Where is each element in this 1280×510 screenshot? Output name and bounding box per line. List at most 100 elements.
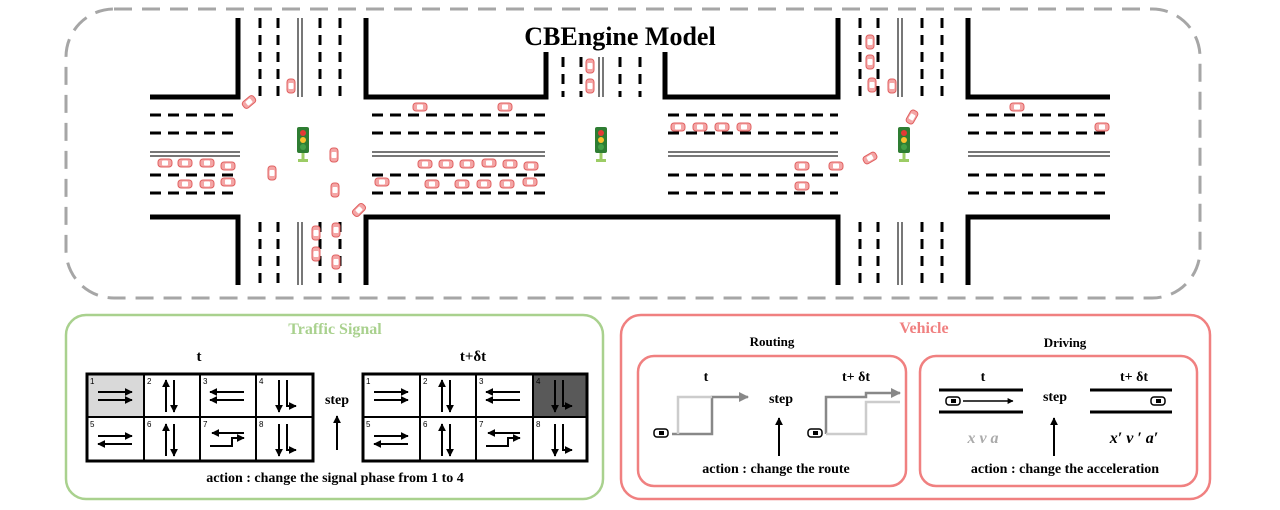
model-title: CBEngine Model [524, 22, 715, 51]
phase-number: 8 [259, 420, 264, 429]
vehicle-icon [904, 108, 920, 126]
turn-arrows-icon [275, 424, 297, 457]
down-arrows-icon [551, 380, 573, 413]
turn-arrows-icon [210, 429, 245, 447]
left-arrows-icon [485, 388, 520, 404]
up-down-arrows-icon [162, 423, 178, 457]
driving-box [918, 354, 1199, 488]
vehicle-icon [522, 177, 538, 187]
vehicle-icon [653, 428, 669, 438]
vehicle-icon [199, 158, 215, 168]
phase-grid-before: 1 2 3 4 5 6 7 8 [85, 372, 315, 463]
vehicle-icon [828, 161, 844, 171]
vehicle-panel: Vehicle Routing t t+ δt step action : ch… [619, 313, 1212, 501]
vehicle-icon [311, 225, 321, 241]
vehicle-icon [692, 122, 708, 132]
state-vars-after: x′ v ′ a′ [1109, 430, 1159, 447]
vehicle-border [619, 313, 1212, 501]
down-arrows-icon [275, 380, 297, 413]
time-t-label: t [197, 349, 202, 365]
traffic-signal-panel: Traffic Signal t t+δt 1 2 3 4 5 6 7 8 [64, 313, 605, 501]
vehicle-icon [417, 159, 433, 169]
lane-after [1090, 388, 1172, 414]
vehicle-icon [412, 102, 428, 112]
vehicle-title: Vehicle [899, 320, 948, 337]
state-vars-before: x v a [966, 430, 998, 447]
vehicle-icon [736, 122, 752, 132]
vehicle-icon [714, 122, 730, 132]
phase-number: 4 [259, 377, 264, 386]
route-after [807, 388, 901, 438]
driving-title: Driving [1044, 335, 1087, 350]
up-down-arrows-icon [438, 379, 454, 413]
vehicle-icon [1150, 396, 1166, 406]
left-arrows-icon [209, 388, 244, 404]
vehicle-icon [497, 102, 513, 112]
vehicle-icon [865, 54, 875, 70]
vehicle-icon [331, 254, 341, 270]
traffic-light-icon [297, 127, 309, 162]
vehicle-icon [157, 158, 173, 168]
vehicle-icon [459, 159, 475, 169]
routing-title: Routing [750, 334, 795, 349]
vehicle-icon [481, 158, 497, 168]
vehicle-icon [220, 161, 236, 171]
vehicle-icon [331, 222, 341, 238]
step-label: step [325, 393, 349, 408]
vehicle-icon [794, 181, 810, 191]
vehicle-icon [865, 34, 875, 50]
route-before [653, 392, 749, 438]
phase-number: 5 [366, 420, 371, 429]
turn-arrows-icon [551, 424, 573, 457]
phase-number: 2 [423, 377, 428, 386]
driving-time-t: t [981, 370, 986, 385]
vehicle-icon [670, 122, 686, 132]
phase-number: 3 [479, 377, 484, 386]
lane-before [939, 388, 1023, 414]
phase-number: 8 [536, 420, 541, 429]
cbengine-model-panel: CBEngine Model [64, 7, 1202, 300]
driving-time-t-dt: t+ δt [1120, 370, 1148, 385]
vehicle-icon [330, 182, 340, 198]
phase-number: 7 [203, 420, 208, 429]
traffic-light-icon [595, 127, 607, 162]
phase-number: 1 [90, 377, 95, 386]
vertical-lane-dashes [258, 18, 944, 285]
active-phase-cell [533, 374, 587, 417]
turn-arrows-icon [486, 429, 521, 447]
vehicle-icon [240, 93, 258, 111]
phase-number: 2 [147, 377, 152, 386]
routing-time-t-dt: t+ δt [842, 370, 870, 385]
vehicle-icon [177, 158, 193, 168]
vehicle-icon [502, 159, 518, 169]
routing-box [636, 354, 908, 488]
signal-action-text: action : change the signal phase from 1 … [206, 471, 464, 486]
vehicle-icon [1009, 102, 1025, 112]
road-edges [150, 18, 1110, 285]
vehicle-icon [329, 147, 339, 163]
phase-grid-after: 1 2 3 4 5 6 7 8 [361, 372, 589, 463]
phase-number: 1 [366, 377, 371, 386]
up-down-arrows-icon [162, 379, 178, 413]
vehicle-icon [267, 165, 277, 181]
traffic-light-icon [898, 127, 910, 162]
vertical-median-lines [297, 18, 903, 285]
vehicle-icon [220, 177, 236, 187]
vehicle-icon [311, 246, 321, 262]
vehicle-icon [794, 161, 810, 171]
vehicle-icon [887, 78, 897, 94]
driving-action-text: action : change the acceleration [971, 462, 1159, 477]
vehicle-icon [374, 177, 390, 187]
right-arrows-icon [98, 388, 133, 404]
active-phase-cell [87, 374, 144, 417]
traffic-signal-title: Traffic Signal [288, 321, 382, 338]
driving-step-label: step [1043, 390, 1067, 405]
phase-number: 6 [147, 420, 152, 429]
median-lines [150, 151, 1110, 157]
vehicle-icon [476, 179, 492, 189]
vehicle-icon [424, 179, 440, 189]
vehicle-icon [177, 179, 193, 189]
vehicle-icon [807, 428, 823, 438]
phase-number: 6 [423, 420, 428, 429]
vehicle-icon [585, 78, 595, 94]
